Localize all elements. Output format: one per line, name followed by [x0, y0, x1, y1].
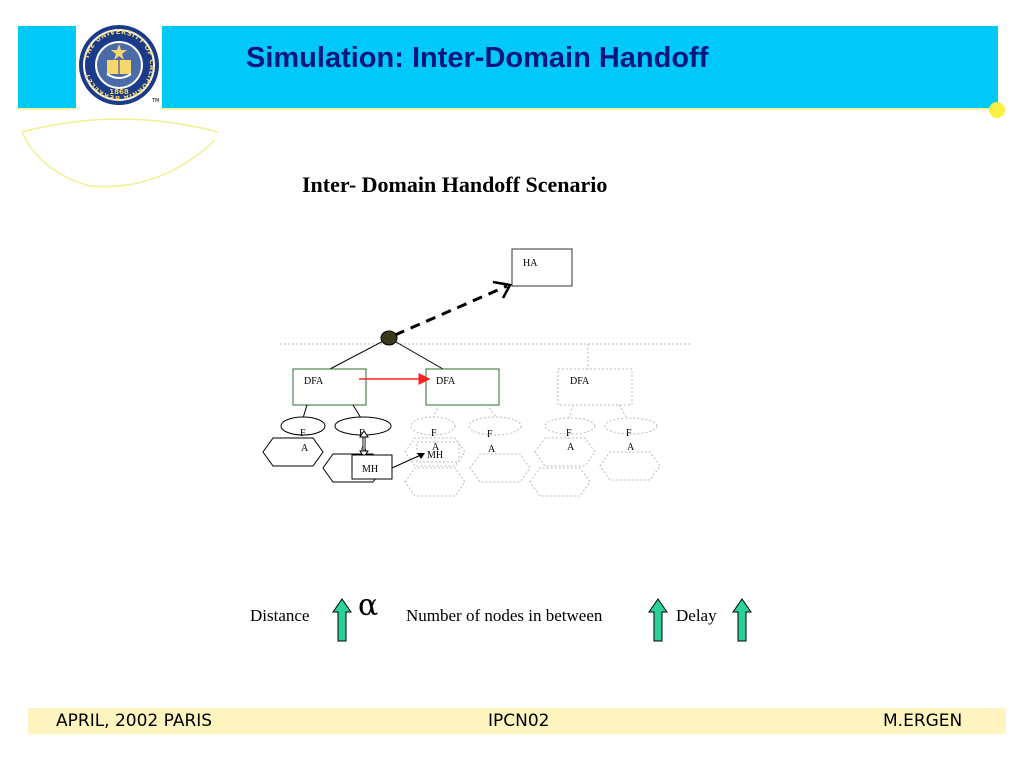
university-seal-icon: THE UNIVERSITY OF CALIFORNIA BERKELEY 18…: [79, 25, 159, 105]
fa-label-3-bottom: A: [432, 442, 440, 453]
dfa-box-1: [292, 368, 367, 406]
home-agent-label: HA: [523, 258, 538, 269]
home-agent-box: [511, 248, 573, 287]
dfa-label-2: DFA: [436, 376, 456, 387]
nodes-between-text: Number of nodes in between: [406, 606, 603, 625]
distance-up-arrow-icon: [332, 598, 352, 642]
fa-label-4-bottom: A: [488, 444, 496, 455]
dfa-box-3: [557, 368, 633, 406]
footer-author: M.ERGEN: [883, 711, 963, 731]
fa-label-4-top: F: [487, 429, 493, 440]
fa-label-1-bottom: A: [301, 443, 309, 454]
dfa-box-2: [425, 368, 500, 406]
fa-label-5-bottom: A: [567, 442, 575, 453]
decorative-arcs: [21, 118, 219, 188]
delay-text: Delay: [676, 606, 717, 625]
fa-node-5: [544, 417, 596, 435]
distance-text: Distance: [250, 606, 310, 625]
fa-label-6-bottom: A: [627, 442, 635, 453]
mobile-host-label: MH: [362, 464, 378, 475]
nodes-up-arrow-icon: [648, 598, 668, 642]
fa-label-3-top: F: [431, 428, 437, 439]
fa-label-1-top: F: [300, 428, 306, 439]
footer-bar: APRIL, 2002 PARIS IPCN02 M.ERGEN: [28, 708, 1006, 734]
fa-node-3: [410, 416, 456, 436]
fa-label-6-top: F: [626, 428, 632, 439]
registration-arrow-head: [492, 280, 512, 299]
coverage-cells-secondary: [404, 437, 661, 497]
relation-row: Distance α Number of nodes in between De…: [240, 588, 780, 650]
scenario-title: Inter- Domain Handoff Scenario: [302, 172, 608, 197]
fa-node-1: [280, 416, 326, 436]
tree-link-left: [329, 337, 390, 370]
slide-title: Simulation: Inter-Domain Handoff: [246, 42, 709, 74]
dfa-label-1: DFA: [304, 376, 324, 387]
proportional-symbol: α: [358, 588, 379, 623]
seal-tm: TM: [151, 98, 159, 104]
mobile-host-box: [351, 454, 393, 480]
footer-date: APRIL, 2002 PARIS: [56, 711, 213, 731]
fa-label-5-top: F: [566, 428, 572, 439]
movement-arrow: [391, 453, 424, 469]
root-node: [380, 330, 398, 346]
fa-node-4: [468, 416, 522, 436]
mobile-host-new-label: MH: [427, 450, 443, 461]
registration-dashed-line: [394, 284, 508, 337]
header-bar: [18, 26, 998, 108]
dfa-label-3: DFA: [570, 376, 590, 387]
mobile-host-new-box: [416, 441, 460, 463]
header-dot: [989, 102, 1005, 118]
tree-link-right: [388, 337, 444, 370]
network-diagram: HA DFA DFA DFA F A F A F A: [262, 248, 690, 497]
delay-up-arrow-icon: [732, 598, 752, 642]
seal-year: 1868: [109, 88, 129, 96]
footer-conference: IPCN02: [488, 711, 550, 731]
header-underline: [18, 108, 998, 110]
fa-node-6: [604, 417, 658, 435]
